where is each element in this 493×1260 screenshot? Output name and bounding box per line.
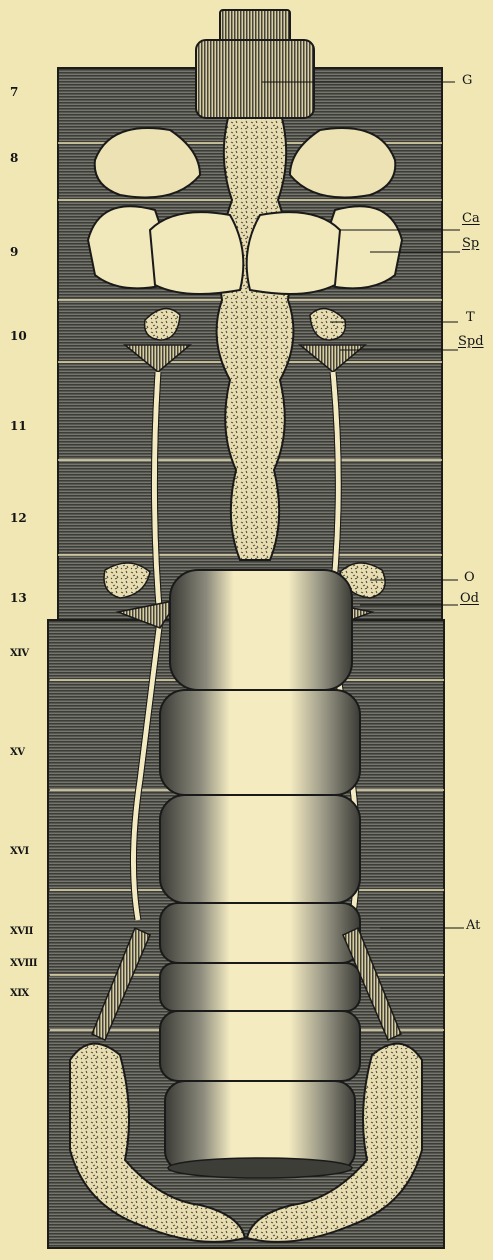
segment-label-12: 12 [10,512,27,524]
part-label-o: O [464,572,475,584]
intestine [160,570,360,1171]
segment-label-xix: XIX [10,988,29,1000]
segment-label-9: 9 [10,246,18,258]
segment-label-xvi: XVI [10,846,29,858]
segment-label-xviii: XVIII [10,958,37,970]
part-label-t: T [466,312,475,324]
segment-label-11: 11 [10,420,27,432]
part-label-spd: Spd [458,336,484,348]
gizzard [196,40,314,118]
segment-label-xvii: XVII [10,926,33,938]
segment-label-13: 13 [10,592,27,604]
segment-label-7: 7 [10,86,18,98]
segment-label-xiv: XIV [10,648,29,660]
segment-label-xv: XV [10,747,25,759]
part-label-at: At [466,920,480,932]
segment-label-10: 10 [10,330,27,342]
part-label-ca: Ca [462,213,480,225]
part-label-sp: Sp [462,238,479,250]
part-label-g: G [462,75,472,87]
part-label-od: Od [460,593,479,605]
segment-label-8: 8 [10,152,18,164]
intestine-cut-end [168,1158,352,1178]
